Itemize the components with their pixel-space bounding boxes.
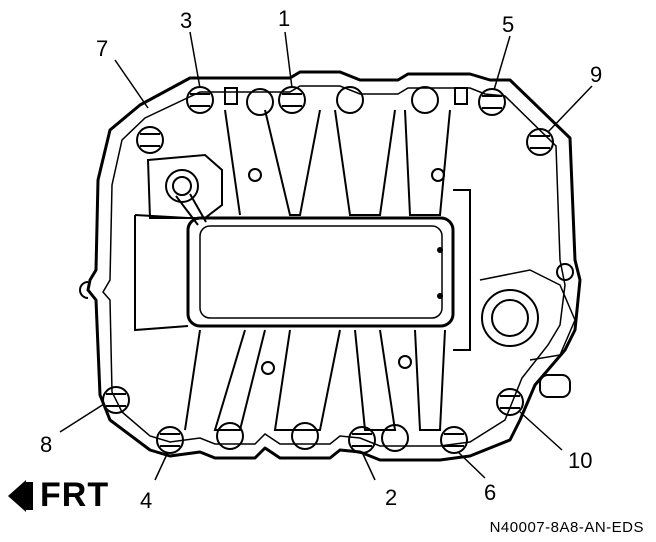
front-label: FRT — [40, 476, 110, 514]
front-indicator: FRT — [8, 476, 109, 515]
arrow-left-icon — [8, 479, 33, 512]
bolts — [102, 86, 554, 454]
callout-8: 8 — [40, 432, 52, 457]
manifold-inner-edge — [102, 85, 566, 447]
upper-runners — [224, 109, 451, 216]
lower-runners — [184, 329, 446, 431]
bolt-6 — [440, 426, 468, 454]
callout-5: 5 — [502, 12, 514, 37]
bolt-4 — [156, 426, 184, 454]
bolt-10 — [496, 388, 524, 416]
callout-4: 4 — [140, 488, 152, 513]
callout-6: 6 — [484, 480, 496, 505]
fittings — [79, 87, 574, 398]
bolt-9 — [526, 128, 554, 156]
callout-3: 3 — [180, 8, 192, 33]
side-port — [479, 269, 576, 361]
bolt-2 — [348, 426, 376, 454]
leader-lines — [59, 31, 593, 481]
plenum-cover — [186, 216, 455, 328]
bolt-3 — [186, 86, 214, 114]
bolt-5 — [478, 88, 506, 116]
callout-9: 9 — [590, 62, 602, 87]
manifold-outline — [86, 70, 582, 462]
callout-7: 7 — [96, 36, 108, 61]
callout-2: 2 — [385, 485, 397, 510]
callout-1: 1 — [278, 6, 290, 31]
bolt-7 — [136, 126, 164, 154]
throttle-boss — [146, 153, 223, 226]
callout-10: 10 — [568, 448, 592, 473]
figure-code: N40007-8A8-AN-EDS — [489, 519, 644, 536]
bolt-8 — [102, 386, 130, 414]
